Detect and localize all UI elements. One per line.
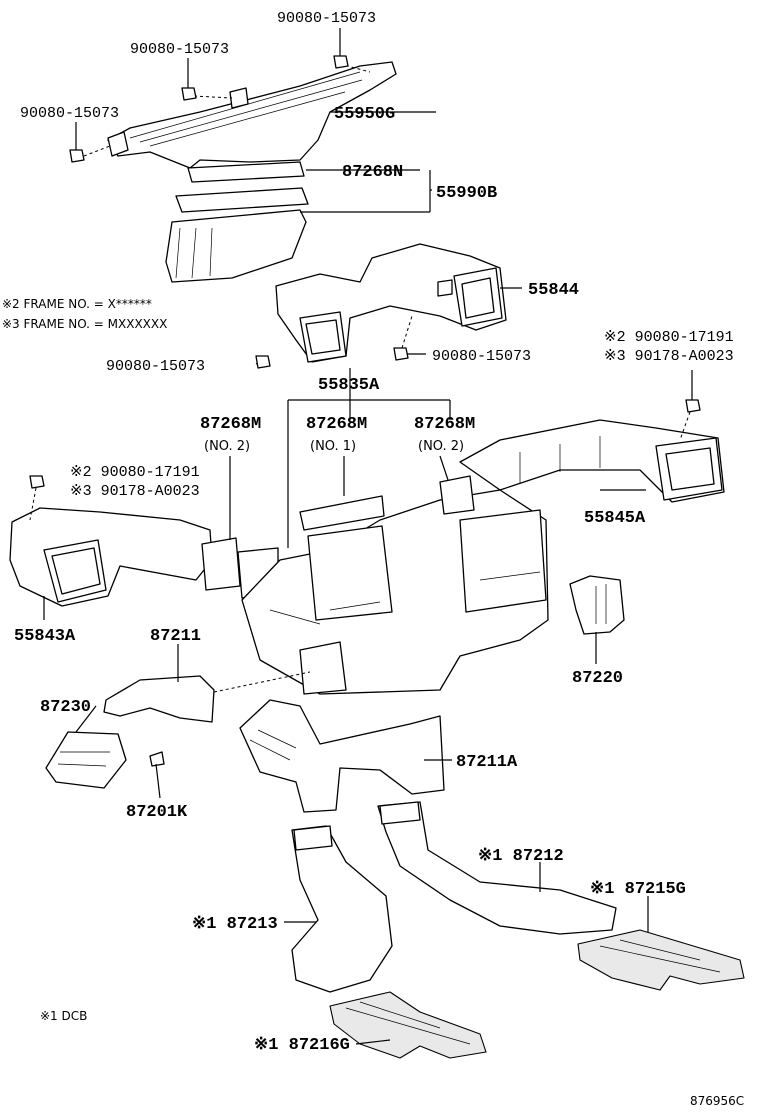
bolt-icon: [685, 399, 701, 413]
label-87201K: 87201K: [126, 803, 188, 822]
note-dcb: ※1 DCB: [40, 1009, 87, 1023]
label-l-bolt-2: ※2 90080-17191: [70, 464, 200, 481]
bolt-icon: [29, 475, 45, 489]
part-87230-drawing: [45, 731, 165, 789]
label-55843A: 55843A: [14, 627, 76, 646]
part-55950G-drawing: [107, 61, 397, 169]
part-heater-unit-drawing: [241, 475, 549, 695]
label-bolt-left: 90080-15073: [20, 105, 119, 122]
bolt-icon: [181, 87, 197, 101]
bolt-icon: [393, 347, 409, 361]
part-87211A-drawing: [239, 699, 445, 813]
label-55835A: 55835A: [318, 376, 380, 395]
label-87268M-b: 87268M: [306, 415, 367, 434]
part-55845A-drawing: [459, 419, 725, 503]
part-87213-drawing: [291, 825, 393, 993]
label-bolt-55835-right: 90080-15073: [432, 348, 531, 365]
label-87212: ※1 87212: [478, 847, 564, 866]
label-bolt-55835-left: 90080-15073: [106, 358, 205, 375]
part-55844-drawing: [275, 243, 507, 363]
label-55990B: 55990B: [436, 184, 497, 203]
note-frame-3: ※3 FRAME NO. = MXXXXXX: [2, 317, 167, 331]
reference-code: 876956C: [690, 1094, 744, 1108]
leader-lines: [29, 28, 693, 1045]
note-frame-2: ※2 FRAME NO. = X******: [2, 297, 152, 311]
part-87211-drawing: [103, 675, 215, 723]
label-87268M-c: 87268M: [414, 415, 475, 434]
part-87216G-drawing: [329, 991, 487, 1059]
label-87211: 87211: [150, 627, 201, 646]
label-87268M-a: 87268M: [200, 415, 261, 434]
bolt-icon: [255, 355, 271, 369]
label-55950G: 55950G: [334, 105, 395, 124]
part-55843A-drawing: [9, 507, 279, 607]
label-87213: ※1 87213: [192, 915, 278, 934]
label-87215G: ※1 87215G: [590, 880, 686, 899]
label-87268N: 87268N: [342, 163, 403, 182]
part-87220-drawing: [569, 575, 625, 635]
bolt-icon: [69, 149, 85, 163]
label-l-bolt-3: ※3 90178-A0023: [70, 483, 200, 500]
label-87220: 87220: [572, 669, 623, 688]
bolt-icon: [333, 55, 349, 69]
label-87211A: 87211A: [456, 753, 518, 772]
label-bolt-mid: 90080-15073: [130, 41, 229, 58]
part-87212-drawing: [377, 801, 617, 935]
bolt-icons: [29, 55, 701, 489]
label-87268M-c-sub: (NO. 2): [418, 439, 464, 454]
label-87268M-a-sub: (NO. 2): [204, 439, 250, 454]
label-55845A: 55845A: [584, 509, 646, 528]
label-87230: 87230: [40, 698, 91, 717]
part-55990B-drawing: [165, 161, 309, 283]
label-87216G: ※1 87216G: [254, 1036, 350, 1055]
label-r-bolt-2: ※2 90080-17191: [604, 329, 734, 346]
labels: 90080-15073 90080-15073 90080-15073 5595…: [2, 10, 744, 1108]
label-bolt-top: 90080-15073: [277, 10, 376, 27]
label-r-bolt-3: ※3 90178-A0023: [604, 348, 734, 365]
label-87268M-b-sub: (NO. 1): [310, 439, 356, 454]
part-87215G-drawing: [577, 929, 745, 991]
label-55844: 55844: [528, 281, 579, 300]
